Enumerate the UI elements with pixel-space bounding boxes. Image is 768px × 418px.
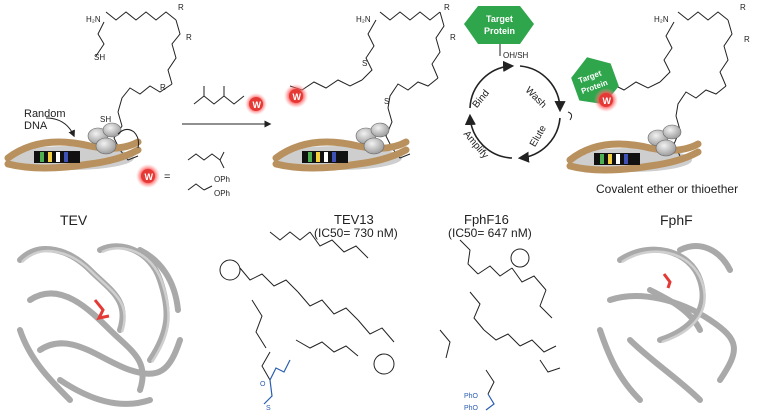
oph-a: OPh bbox=[214, 175, 230, 184]
fphf16-ic50: (IC50= 647 nM) bbox=[448, 226, 532, 240]
atom-h2n: H₂N bbox=[86, 15, 101, 24]
fphf16-warhead bbox=[485, 393, 495, 411]
vinyl-sulfone-structure bbox=[187, 151, 225, 169]
tev-title: TEV bbox=[60, 212, 88, 228]
oph-b: OPh bbox=[214, 189, 230, 198]
warhead-letter-2: W bbox=[145, 172, 154, 182]
oh-sh-label: OH/SH bbox=[503, 51, 529, 60]
cycle-step-elute: Elute bbox=[528, 123, 549, 149]
tev13-warhead bbox=[263, 359, 291, 405]
warhead-letter-3: W bbox=[293, 92, 302, 102]
cycle-step-wash: Wash bbox=[523, 85, 549, 111]
fphf16-pho-b: PhO bbox=[464, 405, 479, 412]
atom-sh-1: SH bbox=[94, 53, 105, 62]
atom-r-1: R bbox=[178, 3, 184, 12]
cycle-arrow-elute bbox=[517, 117, 561, 163]
fphf16-pho-a: PhO bbox=[464, 393, 479, 400]
phosphonate-structure bbox=[187, 183, 213, 191]
atom-s-mid-1: S bbox=[362, 59, 367, 68]
warhead-letter-4: W bbox=[603, 96, 612, 106]
atom-h2n-mid: H₂N bbox=[356, 15, 371, 24]
equals-sign: = bbox=[164, 171, 170, 183]
cycle-step-amplify: Amplify bbox=[461, 129, 491, 161]
result-caption: Covalent ether or thioether bbox=[596, 182, 739, 196]
warhead-badge-legend bbox=[141, 169, 155, 183]
reagent-structure bbox=[193, 86, 245, 105]
selection-cycle: Bind Wash Elute Amplify bbox=[461, 60, 573, 163]
cycle-arrow-wash bbox=[519, 65, 566, 113]
atom-h2n-right: H₂N bbox=[654, 15, 669, 24]
atom-s-mid-2: S bbox=[384, 97, 389, 106]
target-protein-label-top-1: Target bbox=[486, 14, 513, 24]
target-protein-hexagon-top bbox=[464, 6, 534, 56]
atom-r-right-1: R bbox=[740, 3, 746, 12]
tev13-sulfone-s: S bbox=[266, 405, 271, 412]
warhead-badge-mid bbox=[289, 89, 303, 103]
tev13-sulfone-o: O bbox=[260, 381, 266, 388]
atom-r-right-2: R bbox=[744, 35, 750, 44]
fphf-ribbon-structure bbox=[597, 243, 737, 403]
cycle-arrow-amplify bbox=[464, 113, 513, 159]
random-dna-pointer bbox=[45, 117, 75, 138]
cycle-arrow-bind bbox=[469, 60, 515, 109]
warhead-badge-right bbox=[599, 93, 613, 107]
tev-ribbon-structure bbox=[17, 243, 183, 407]
atom-r-3: R bbox=[160, 83, 166, 92]
fphf-title: FphF bbox=[660, 212, 693, 228]
dna-tag-right bbox=[566, 124, 702, 174]
target-protein-label-top-2: Protein bbox=[484, 26, 515, 36]
atom-r-mid-1: R bbox=[444, 3, 450, 12]
random-dna-label: Random DNA bbox=[24, 108, 66, 132]
tev13-structure bbox=[219, 231, 395, 381]
fphf16-title: FphF16 bbox=[464, 212, 509, 227]
tev13-title: TEV13 bbox=[334, 212, 374, 227]
atom-sh-2: SH bbox=[100, 115, 111, 124]
dna-tag-left bbox=[4, 122, 142, 172]
atom-r-2: R bbox=[186, 33, 192, 42]
tev-active-site bbox=[93, 299, 110, 321]
fphf16-structure bbox=[439, 239, 561, 395]
warhead-letter-1: W bbox=[253, 100, 262, 110]
fphf-active-site bbox=[662, 273, 672, 289]
atom-r-mid-2: R bbox=[450, 33, 456, 42]
tev13-ic50: (IC50= 730 nM) bbox=[314, 226, 398, 240]
warhead-badge-reagent bbox=[249, 97, 263, 111]
dna-tag-mid bbox=[272, 122, 410, 172]
